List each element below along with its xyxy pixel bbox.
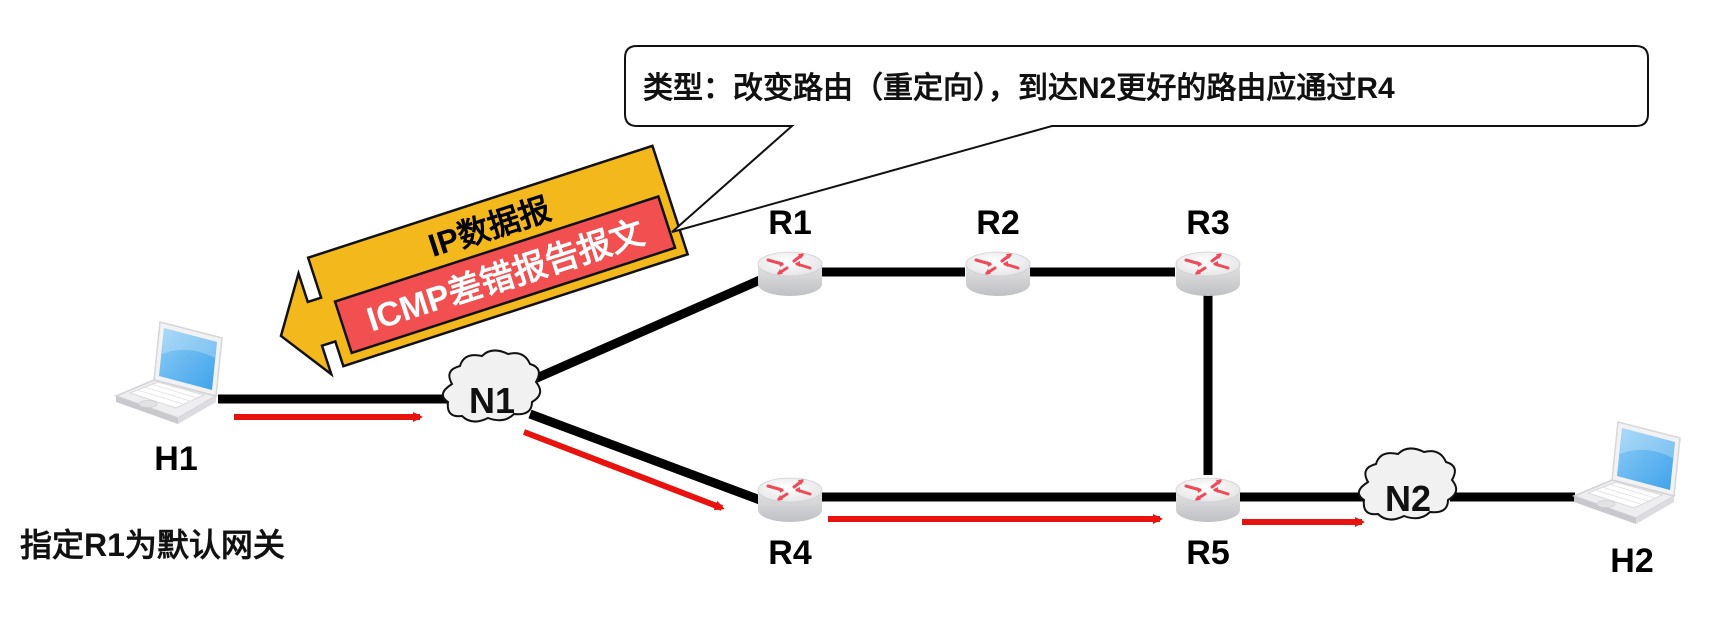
router-r4[interactable]: R4 bbox=[756, 476, 824, 572]
router-r1-label: R1 bbox=[768, 204, 811, 242]
callout-bubble bbox=[624, 45, 1649, 233]
cloud-icon bbox=[441, 349, 542, 423]
router-r1[interactable]: R1 bbox=[756, 204, 824, 298]
host-h2[interactable]: H2 bbox=[1573, 421, 1681, 580]
callout-text: 类型：改变路由（重定向），到达N2更好的路由应通过R4 bbox=[643, 71, 1395, 105]
ip-datagram-packet: IP数据报 ICMP差错报告报文 bbox=[279, 144, 690, 378]
router-r5-label: R5 bbox=[1186, 534, 1229, 572]
links bbox=[218, 267, 1575, 505]
default-gateway-note: 指定R1为默认网关 bbox=[20, 527, 285, 563]
router-r3[interactable]: R3 bbox=[1174, 204, 1242, 298]
link-n1-r4 bbox=[528, 409, 762, 505]
flow-arrows bbox=[234, 412, 1365, 527]
callout: 类型：改变路由（重定向），到达N2更好的路由应通过R4 bbox=[624, 45, 1649, 233]
host-h1[interactable]: H1 bbox=[115, 321, 223, 478]
host-h2-label: H2 bbox=[1610, 542, 1653, 580]
laptop-icon bbox=[115, 321, 223, 425]
network-n2[interactable]: N2 bbox=[1357, 447, 1458, 521]
flow-arrow-n1-r4 bbox=[522, 429, 725, 511]
cloud-icon bbox=[1357, 447, 1458, 521]
host-h1-label: H1 bbox=[154, 440, 197, 478]
laptop-icon bbox=[1573, 421, 1681, 525]
router-r2[interactable]: R2 bbox=[964, 204, 1032, 298]
router-r4-label: R4 bbox=[768, 534, 812, 572]
router-r2-label: R2 bbox=[976, 204, 1019, 242]
link-n1-r1 bbox=[528, 275, 762, 386]
network-n2-label: N2 bbox=[1385, 478, 1431, 519]
router-r5[interactable]: R5 bbox=[1174, 476, 1242, 572]
router-r3-label: R3 bbox=[1186, 204, 1229, 242]
network-n1-label: N1 bbox=[469, 380, 515, 421]
icmp-message-box bbox=[333, 194, 677, 355]
network-n1[interactable]: N1 bbox=[441, 349, 542, 423]
